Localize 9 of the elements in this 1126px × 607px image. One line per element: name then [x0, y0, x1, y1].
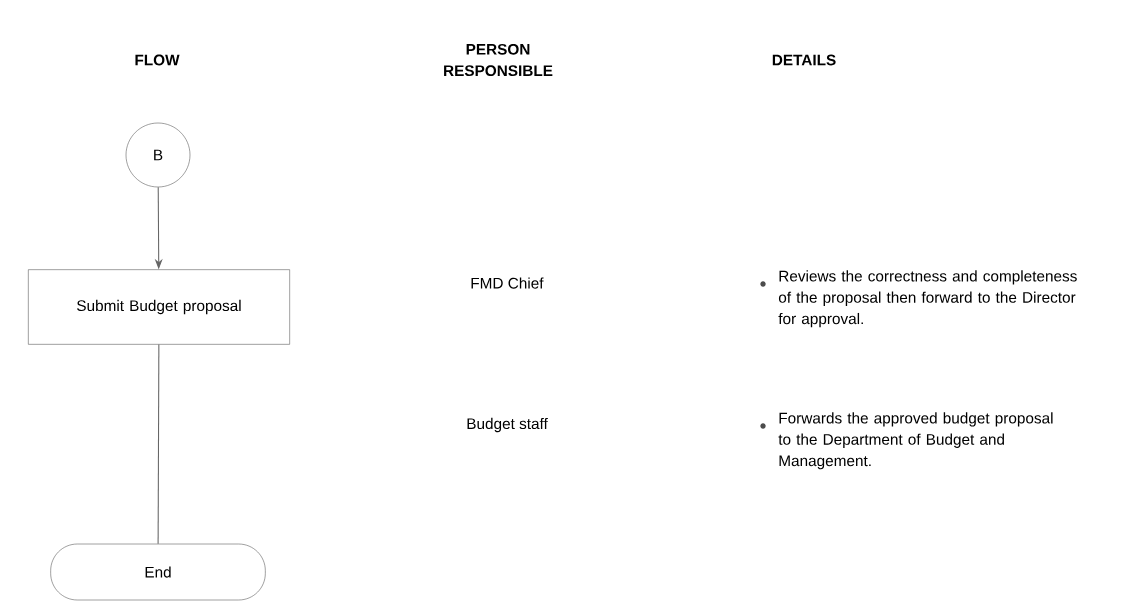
terminator-box: End [50, 543, 266, 601]
column-header: DETAILS [772, 54, 836, 66]
detail-text: Reviews the correctness and completeness of the proposal then forward to the Director for approval. [778, 270, 1077, 328]
process-box: Submit Budget proposal [28, 269, 290, 345]
column-header: FLOW [135, 54, 180, 66]
person-name: FMD Chief [471, 277, 544, 289]
detail-text: Forwards the approved budget proposal to the Department of Budget and Management. [778, 412, 1053, 470]
person-name: Budget staff [467, 417, 548, 433]
column-header: PERSON RESPONSIBLE [444, 43, 553, 77]
